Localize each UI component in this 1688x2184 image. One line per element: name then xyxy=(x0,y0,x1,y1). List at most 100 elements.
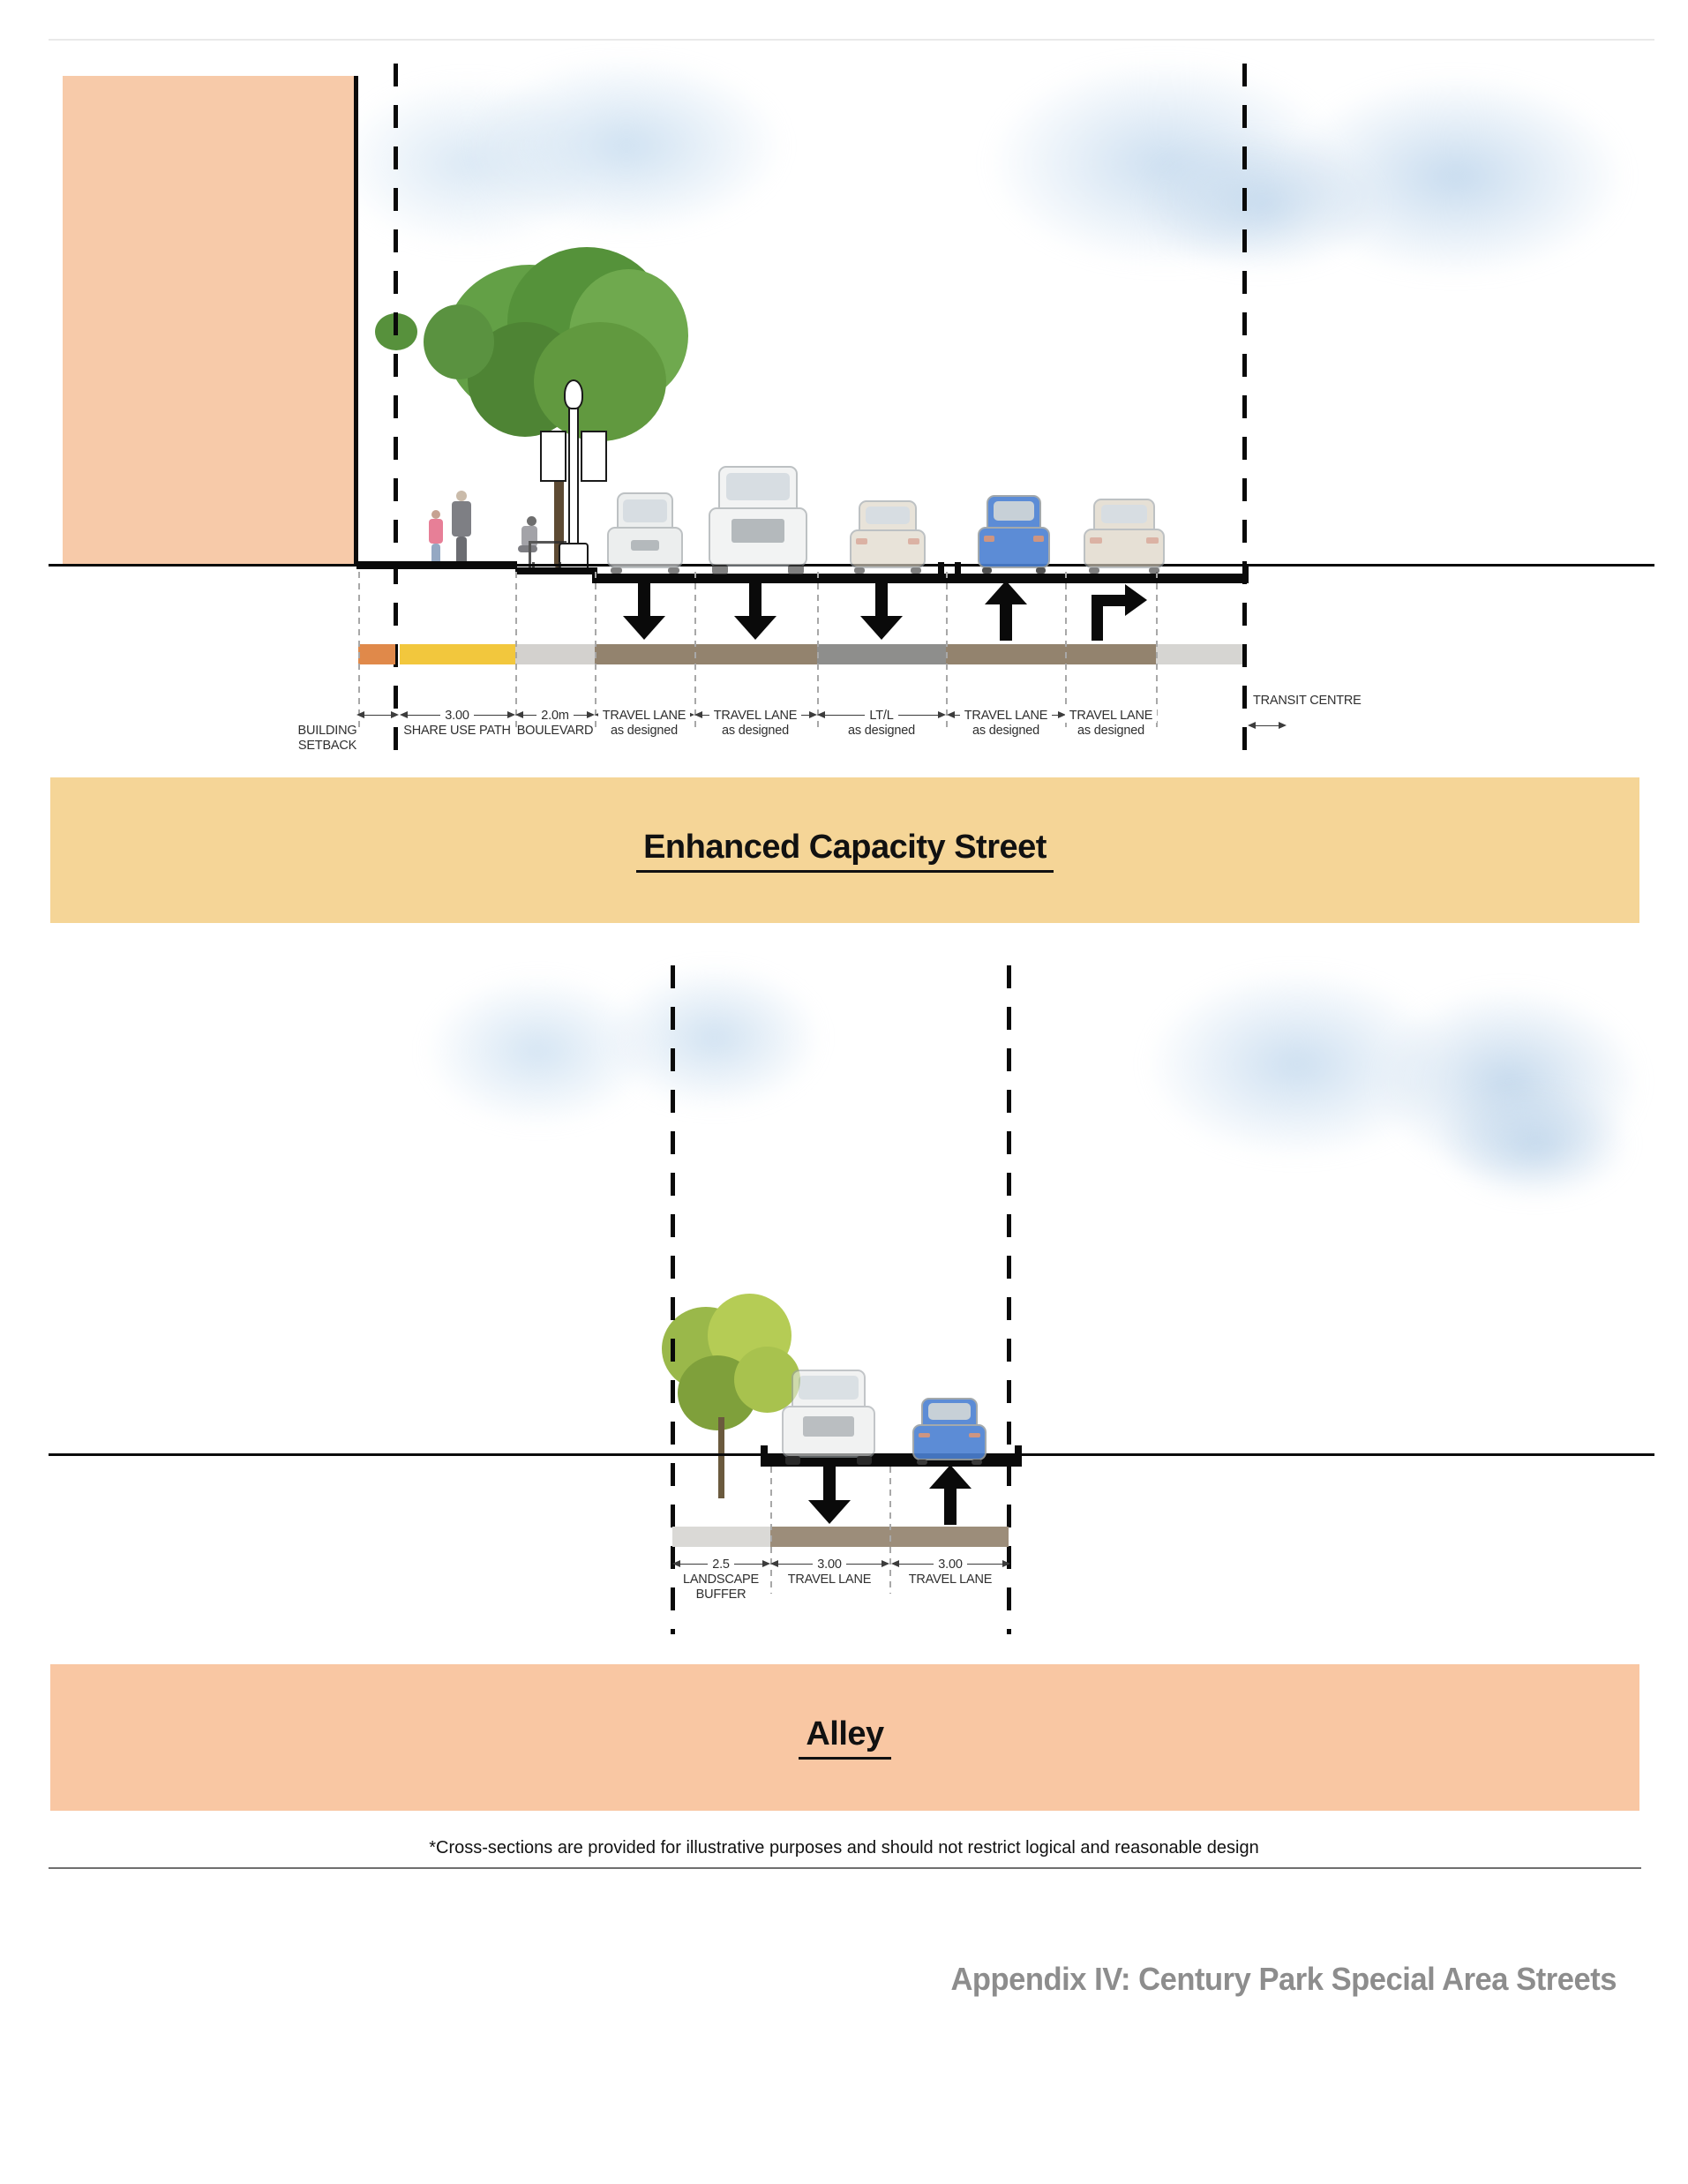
lane-band-segment xyxy=(694,644,817,664)
lane-name-text: LANDSCAPE xyxy=(682,1572,760,1587)
car-grille xyxy=(803,1416,854,1437)
car-taillight xyxy=(1145,537,1159,544)
lane-direction-down-arrow xyxy=(808,1465,851,1525)
car-wheel xyxy=(712,564,729,574)
arrow-head xyxy=(1125,584,1147,616)
sedan-rear-tan xyxy=(850,500,926,574)
car-rear-window xyxy=(928,1403,971,1421)
car-rear-window xyxy=(993,501,1035,522)
lane-dimension-row: 3.00 xyxy=(884,1557,1017,1572)
car-body xyxy=(607,526,683,568)
arrow-head xyxy=(734,616,776,640)
tree-trunk xyxy=(718,1417,724,1498)
lane-band-segment xyxy=(817,644,946,664)
lane-name-text: as designed xyxy=(848,724,915,738)
lane-dimension-text: TRAVEL LANE xyxy=(959,709,1053,723)
lane-band-segment xyxy=(770,1527,889,1547)
lane-separator-line xyxy=(946,572,948,731)
lane-name-text: as designed xyxy=(611,724,678,738)
lane-band-segment xyxy=(1156,644,1242,664)
car-wheel xyxy=(785,1456,801,1465)
lane-band-segment xyxy=(672,1527,770,1547)
lane-direction-up-arrow xyxy=(929,1465,972,1525)
lane-dimension-text: 2.0m xyxy=(536,709,574,723)
lane-dimension-row: TRAVEL LANE xyxy=(940,708,1072,724)
cloud xyxy=(1403,1064,1668,1223)
lane-name-text: as designed xyxy=(722,724,789,738)
car-body xyxy=(782,1406,875,1459)
arrow-stem xyxy=(1000,604,1012,641)
lane-dimension-text: 3.00 xyxy=(440,709,474,723)
car-grille xyxy=(630,539,660,552)
lane-dimension-text: TRAVEL LANE xyxy=(709,709,802,723)
lane-dimension-row: 3.00 xyxy=(391,708,523,724)
lane-name-text: BUILDING xyxy=(297,724,357,738)
median-notch xyxy=(938,562,944,576)
arrow-head xyxy=(860,616,903,640)
car-wheel xyxy=(972,1459,982,1465)
bench xyxy=(529,541,566,570)
lane-name-text: SETBACK xyxy=(297,739,357,753)
lane-name-text: BOULEVARD xyxy=(516,724,594,738)
car-wheel xyxy=(787,564,804,574)
arrow-head xyxy=(929,1465,972,1489)
lane-band-segment xyxy=(595,644,694,664)
lane-separator-line xyxy=(595,572,596,731)
arrow-head xyxy=(623,616,665,640)
lane-dimension-row: 2.0m xyxy=(489,708,621,724)
car-body xyxy=(709,507,807,567)
transit-centre-label: TRANSIT CENTRE xyxy=(1253,694,1362,708)
lane-direction-up-arrow xyxy=(985,581,1027,641)
car-windshield xyxy=(726,472,790,500)
arrow-stem xyxy=(875,581,888,616)
car-wheel xyxy=(910,567,921,574)
lane-direction-down-arrow xyxy=(623,581,665,641)
property-line-right xyxy=(1242,64,1247,754)
tan-car-rear xyxy=(1084,499,1165,574)
car-windshield xyxy=(799,1375,859,1400)
suv-front xyxy=(607,492,683,574)
cloud xyxy=(415,26,838,265)
car-wheel xyxy=(917,1459,927,1465)
lane-name-text: TRAVEL LANE xyxy=(787,1572,872,1587)
pedestrian-child xyxy=(426,510,446,565)
bench-person xyxy=(516,516,569,570)
lane-name-text: SHARE USE PATH xyxy=(403,724,511,738)
lane-separator-line xyxy=(1156,572,1158,731)
enhanced-capacity-street-banner: Enhanced Capacity Street xyxy=(50,777,1639,923)
lane-band-segment xyxy=(946,644,1065,664)
lane-direction-down-arrow xyxy=(734,581,776,641)
car-wheel xyxy=(854,567,866,574)
car-wheel xyxy=(611,567,623,574)
lamp-finial xyxy=(564,379,583,409)
sidewalk-line xyxy=(356,561,517,569)
property-line-left xyxy=(394,64,398,754)
property-line-right xyxy=(1007,965,1011,1634)
lane-name-text: as designed xyxy=(972,724,1039,738)
road-line xyxy=(592,574,1249,583)
boulevard-line xyxy=(515,567,596,574)
alley-banner: Alley xyxy=(50,1664,1639,1811)
car-rear-window xyxy=(866,506,910,525)
car-wheel xyxy=(667,567,679,574)
lane-separator-line xyxy=(817,572,819,731)
arrow-stem xyxy=(823,1465,836,1500)
arrow-stem xyxy=(1092,595,1103,641)
car-body xyxy=(1084,529,1165,569)
alley-tree xyxy=(653,1294,812,1501)
lane-band-segment xyxy=(400,644,515,664)
lane-name-text: BUFFER xyxy=(695,1587,746,1602)
tree-trunk xyxy=(554,454,564,567)
car-body xyxy=(912,1424,987,1460)
lane-dimension-row: LT/L xyxy=(815,708,948,724)
lane-band-segment xyxy=(889,1527,1009,1547)
arrow-stem xyxy=(749,581,761,616)
